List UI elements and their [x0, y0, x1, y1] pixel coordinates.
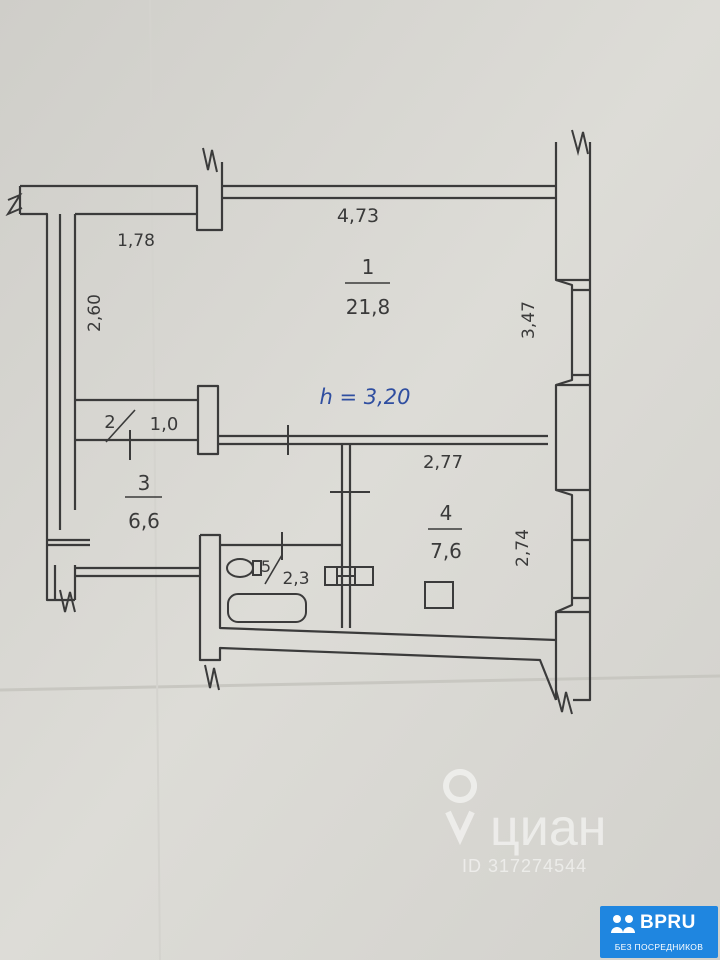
room-2-area: 1,0 [150, 414, 179, 435]
dim-room4-depth: 2,74 [513, 529, 533, 567]
fixtures [226, 558, 454, 623]
break-marks [5, 129, 589, 715]
cian-watermark: циан ID 317274544 [443, 769, 606, 876]
dim-room1-depth: 3,47 [519, 301, 539, 339]
room-1-area: 21,8 [346, 295, 391, 319]
room-5-area: 2,3 [282, 569, 309, 589]
room-1-number: 1 [362, 255, 375, 279]
paper-fold [149, 0, 161, 960]
watermark-listing-id: ID 317274544 [462, 856, 587, 876]
dim-corridor-width: 1,78 [117, 231, 155, 251]
dim-corridor-length: 2,60 [85, 294, 105, 332]
room-5-number: 5 [261, 557, 271, 576]
room-4-number: 4 [440, 501, 453, 525]
dim-top-width: 4,73 [337, 205, 379, 227]
badge-subtitle: БЕЗ ПОСРЕДНИКОВ [614, 942, 704, 952]
room-labels [105, 282, 462, 585]
people-icon [611, 915, 635, 933]
room-2-number: 2 [104, 412, 115, 433]
watermark-brand: циан [490, 799, 606, 857]
bpru-badge: BPRU БЕЗ ПОСРЕДНИКОВ [600, 906, 718, 958]
stove-icon [424, 581, 454, 609]
bathtub-icon [227, 593, 307, 623]
room-3-area: 6,6 [128, 509, 160, 533]
location-pin-icon [443, 769, 478, 846]
dim-room4-width: 2,77 [423, 452, 463, 473]
paper-fold [0, 674, 720, 692]
room-4-area: 7,6 [430, 539, 462, 563]
badge-brand: BPRU [640, 912, 696, 933]
ceiling-height-label: h = 3,20 [319, 385, 410, 409]
sink-icon [324, 566, 374, 586]
toilet-icon [226, 558, 262, 578]
room-3-number: 3 [138, 471, 151, 495]
